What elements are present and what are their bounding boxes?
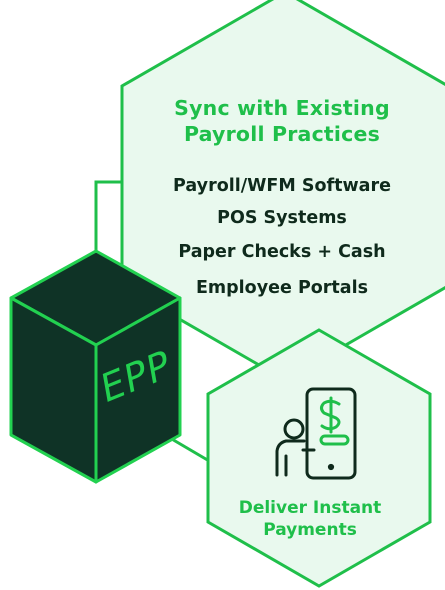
sync-title: Sync with Existing Payroll Practices: [132, 95, 432, 147]
epp-cube: [9, 249, 182, 484]
sync-item-payroll-wfm: Payroll/WFM Software: [173, 176, 391, 196]
deliver-hexagon: [206, 328, 432, 588]
sync-title-line1: Sync with Existing: [174, 96, 390, 120]
sync-item-employee-portals: Employee Portals: [195, 278, 369, 298]
deliver-title-line2: Payments: [263, 520, 357, 540]
deliver-title: Deliver Instant Payments: [220, 497, 400, 541]
sync-item-pos-systems: POS Systems: [217, 208, 347, 228]
mobile-payment-person-icon: [275, 387, 357, 480]
sync-item-paper-checks-cash: Paper Checks + Cash: [178, 242, 386, 262]
sync-title-line2: Payroll Practices: [183, 122, 381, 146]
deliver-title-line1: Deliver Instant: [238, 498, 382, 518]
connector-line-top: [94, 180, 128, 252]
cube-right-face: [94, 296, 182, 484]
